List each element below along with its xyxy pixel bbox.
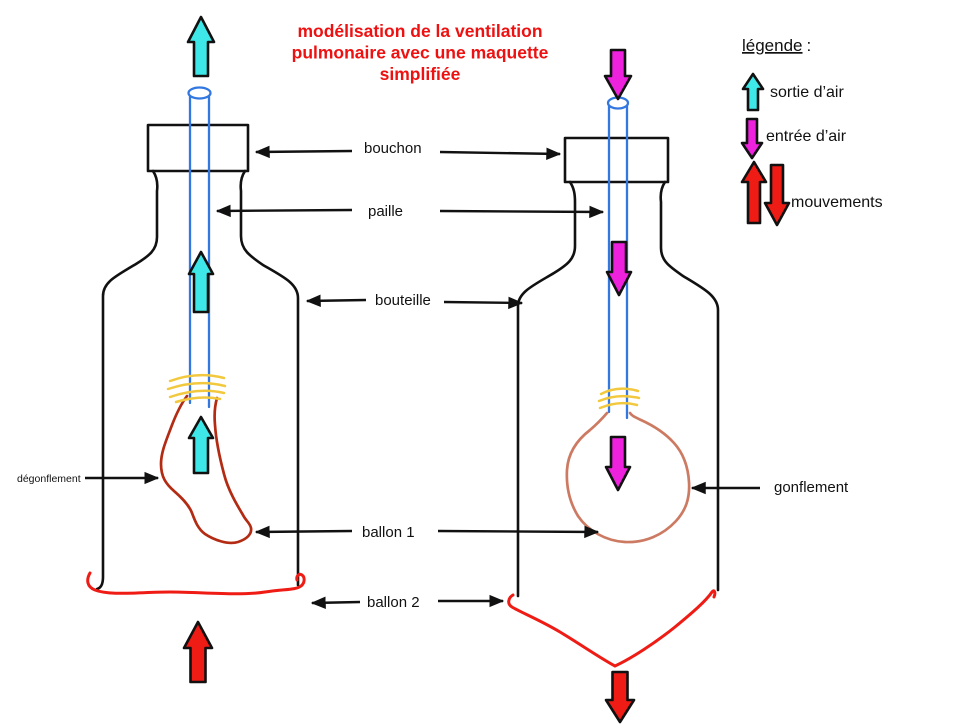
air-out-arrow-above-bottle: [186, 15, 216, 78]
legend-heading-colon: :: [807, 36, 812, 55]
bouteille-callout-right: [443, 296, 524, 310]
bouchon-callout-left: [254, 145, 353, 159]
left-bottom-membrane: [86, 571, 306, 596]
title-line-1: modélisation de la ventilation: [297, 21, 542, 41]
callout-lines: [85, 145, 760, 609]
ballon2-callout-left: [310, 596, 361, 609]
left-bottle-cork: [146, 123, 250, 173]
legend-sortie-air-label: sortie d’air: [770, 84, 844, 101]
legend-movement-up-arrow: [740, 160, 768, 225]
ballon1-callout-left: [254, 525, 353, 539]
left-straw-opening: [187, 86, 212, 100]
air-in-arrow-above-bottle: [603, 48, 633, 101]
right-bottle-left-wall: [516, 180, 577, 598]
callout-labels: bouchon paille bouteille ballon 1 ballon…: [17, 140, 849, 611]
inflated-balloon: [565, 411, 691, 544]
deflated-balloon: [159, 394, 253, 545]
air-out-arrow-in-balloon: [187, 415, 215, 475]
air-out-arrow-in-straw: [187, 250, 215, 314]
bouchon-callout-right: [439, 147, 562, 161]
right-bottom-membrane: [507, 589, 717, 668]
paille-callout-left: [215, 204, 353, 218]
left-rubber-band: [166, 373, 227, 404]
ballon1-callout-right: [437, 525, 600, 539]
left-bottle-left-wall: [95, 169, 159, 591]
title-line-3: simplifiée: [380, 64, 461, 84]
ballon2-label: ballon 2: [367, 594, 420, 611]
legend-air-in-arrow: [740, 117, 764, 160]
legend-entree-air-label: entrée d’air: [766, 128, 847, 145]
right-bottle-cork: [563, 136, 670, 184]
legend: légende: sortie d’air entrée d’air mouve…: [740, 36, 883, 227]
gonflement-label: gonflement: [774, 479, 849, 496]
right-bottle-right-wall: [659, 180, 720, 592]
left-bottle-group: [86, 15, 306, 684]
legend-heading: légende:: [742, 36, 811, 55]
right-bottle-group: [507, 48, 720, 724]
legend-movement-down-arrow: [763, 163, 791, 227]
right-rubber-band: [597, 387, 641, 410]
membrane-pull-down-arrow: [604, 670, 636, 724]
paille-label: paille: [368, 203, 403, 220]
paille-callout-right: [439, 205, 605, 219]
bouchon-label: bouchon: [364, 140, 422, 157]
air-in-arrow-in-balloon: [604, 435, 632, 492]
page-title: modélisation de la ventilation pulmonair…: [292, 21, 549, 84]
legend-mouvements-label: mouvements: [791, 194, 883, 211]
degonflement-label: dégonflement: [17, 473, 81, 485]
ballon1-label: ballon 1: [362, 524, 415, 541]
legend-heading-text: légende: [742, 36, 803, 55]
title-line-2: pulmonaire avec une maquette: [292, 43, 549, 63]
membrane-push-up-arrow: [182, 620, 214, 684]
air-in-arrow-in-straw: [605, 240, 633, 297]
bouteille-callout-left: [305, 294, 367, 308]
legend-air-out-arrow: [741, 72, 765, 112]
bouteille-label: bouteille: [375, 292, 431, 309]
left-bottle-right-wall: [239, 169, 300, 587]
